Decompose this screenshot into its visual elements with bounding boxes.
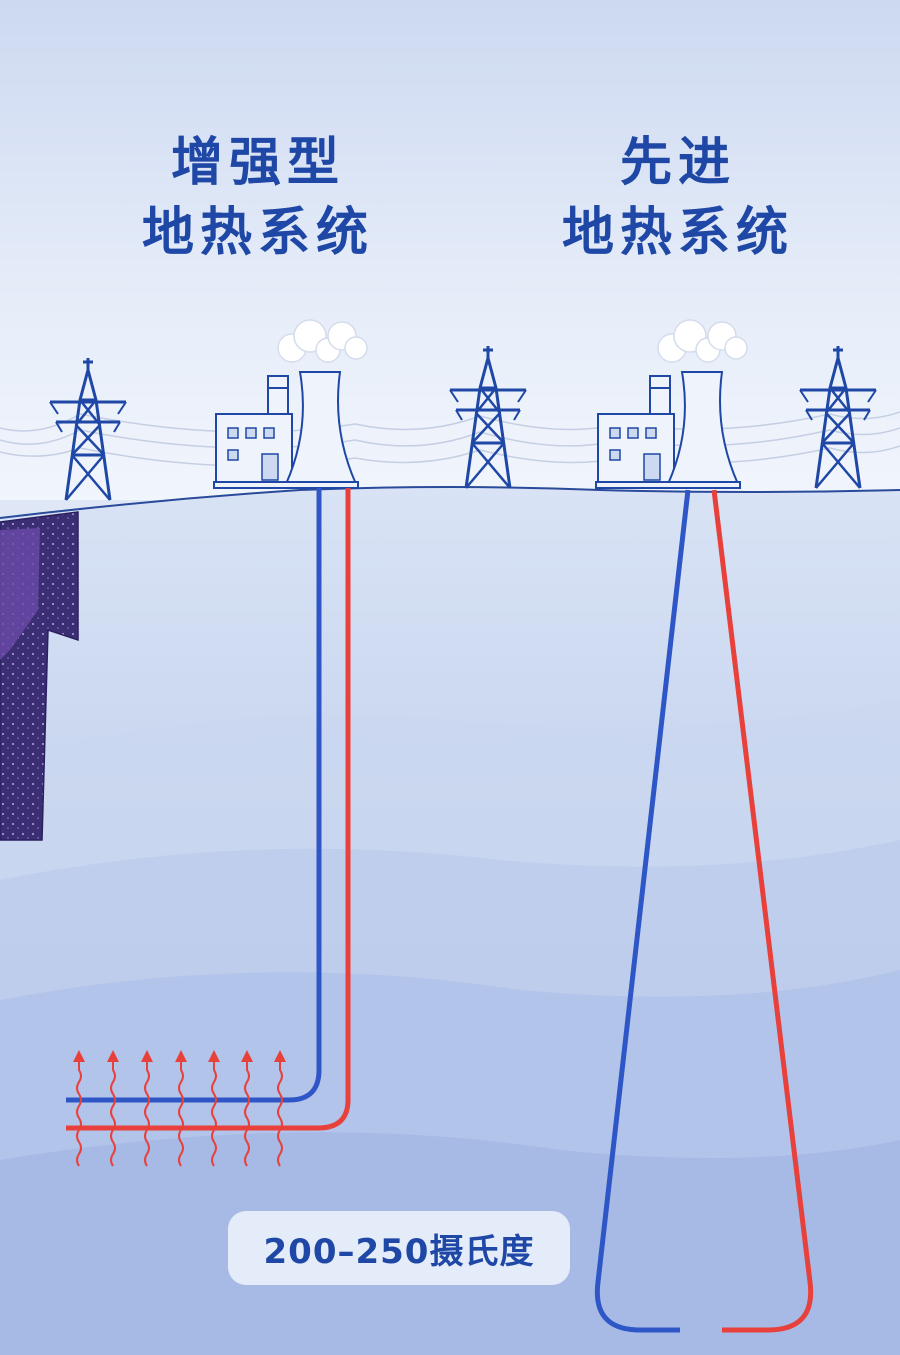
steam-cloud-icon: [657, 319, 748, 363]
sky: [0, 0, 900, 500]
title-left-line1: 增强型: [170, 133, 345, 193]
title-left-line2: 地热系统: [141, 203, 374, 263]
rock-cutaway-layer: [0, 528, 40, 660]
ground-surface-line: [0, 486, 900, 519]
plant-base: [595, 481, 741, 489]
steam-cloud-icon: [277, 319, 368, 363]
advanced-geothermal-title: 先进 地热系统: [518, 128, 838, 268]
title-right-line2: 地热系统: [561, 203, 794, 263]
heat-arrow-icon: [76, 1058, 283, 1167]
cold-injection-pipe-left: [66, 488, 322, 1103]
hot-production-pipe-right: [711, 489, 814, 1333]
power-plant-icon: [215, 375, 293, 487]
enhanced-geothermal-title: 增强型 地热系统: [98, 128, 418, 268]
temperature-badge: 200–250摄氏度: [228, 1211, 570, 1285]
hot-production-pipe-left: [66, 488, 351, 1131]
power-plant-icon: [597, 375, 675, 487]
cold-injection-pipe-right: [594, 489, 691, 1333]
title-right-line1: 先进: [619, 133, 736, 193]
plant-base: [213, 481, 359, 489]
heat-arrowheads: [73, 1050, 286, 1062]
